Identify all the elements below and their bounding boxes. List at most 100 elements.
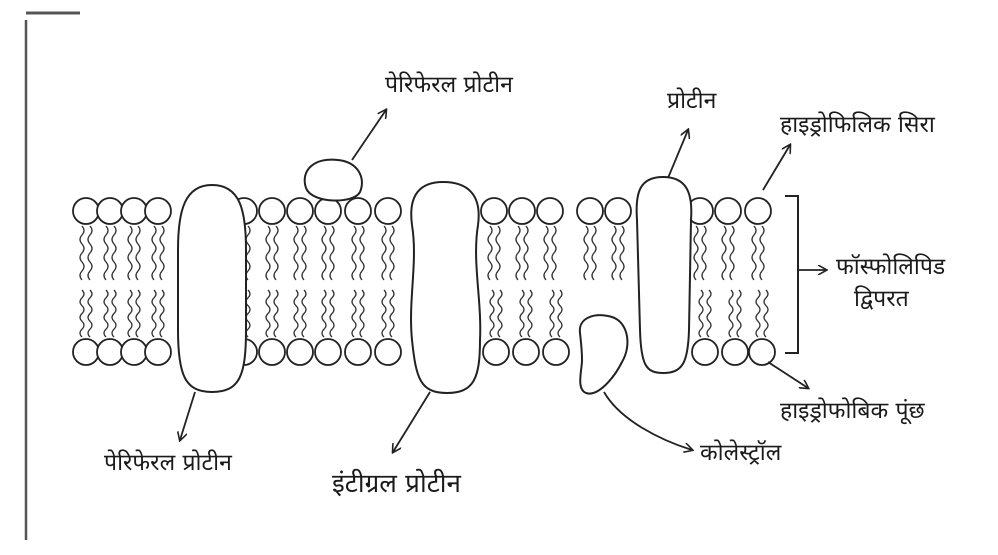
hydrophobic-tail xyxy=(520,290,524,337)
hydrophobic-tail xyxy=(694,226,698,280)
phospholipid-head xyxy=(121,198,147,224)
protein-left-transmembrane xyxy=(178,185,246,392)
hydrophobic-tail xyxy=(382,226,386,280)
phospholipid-head xyxy=(483,339,509,365)
hydrophobic-tail xyxy=(266,226,270,280)
phospholipid-head xyxy=(287,198,313,224)
hydrophobic-tail xyxy=(330,226,334,280)
hydrophobic-tail xyxy=(322,290,326,337)
hydrophobic-tail xyxy=(752,226,756,280)
hydrophobic-tail xyxy=(294,226,298,280)
hydrophobic-tail xyxy=(128,290,132,337)
phospholipid-head xyxy=(97,339,123,365)
phospholipid-head xyxy=(692,339,718,365)
hydrophobic-tail xyxy=(730,226,734,280)
phospholipid-head xyxy=(145,339,171,365)
hydrophobic-tail xyxy=(552,226,556,280)
hydrophobic-tail xyxy=(128,226,132,280)
hydrophobic-tail xyxy=(760,226,764,280)
arrow-peripheral-bottom xyxy=(180,392,195,440)
peripheral-protein-top-shape xyxy=(305,160,362,201)
label-bilayer: द्विपरत xyxy=(854,286,909,312)
arrow-peripheral-top xyxy=(352,110,386,160)
hydrophobic-tail xyxy=(322,226,326,280)
hydrophobic-tail xyxy=(136,290,140,337)
label-phospholipid: फॉस्फोलिपिड xyxy=(836,254,945,280)
hydrophobic-tail xyxy=(360,226,364,280)
hydrophobic-tail xyxy=(524,226,528,280)
phospholipid-head xyxy=(121,339,147,365)
label-protein: प्रोटीन xyxy=(667,88,716,114)
label-peripheral-protein-top: पेरिफेरल प्रोटीन xyxy=(385,72,513,98)
phospholipid-head xyxy=(97,198,123,224)
hydrophobic-tail xyxy=(764,290,768,337)
hydrophobic-tail xyxy=(274,290,278,337)
hydrophobic-tail xyxy=(352,290,356,337)
hydrophobic-tail xyxy=(136,226,140,280)
phospholipid-head xyxy=(315,339,341,365)
phospholipid-head xyxy=(481,198,507,224)
arrow-hydrophobic xyxy=(768,362,808,388)
hydrophobic-tail xyxy=(722,226,726,280)
phospholipid-head xyxy=(537,198,563,224)
phospholipid-head xyxy=(287,339,313,365)
hydrophobic-tail xyxy=(544,226,548,280)
hydrophobic-tail xyxy=(152,290,156,337)
hydrophobic-tail xyxy=(592,226,596,280)
hydrophobic-tail xyxy=(620,226,624,280)
hydrophobic-tail xyxy=(360,290,364,337)
phospholipid-head xyxy=(345,339,371,365)
hydrophobic-tail xyxy=(498,290,502,337)
hydrophobic-tail xyxy=(80,226,84,280)
phospholipid-head xyxy=(745,198,771,224)
hydrophobic-tail xyxy=(352,226,356,280)
arrow-protein xyxy=(668,130,688,178)
hydrophobic-tail xyxy=(104,226,108,280)
phospholipid-head xyxy=(715,198,741,224)
phospholipid-head xyxy=(577,198,603,224)
integral-protein xyxy=(411,182,480,393)
label-cholesterol: कोलेस्ट्रॉल xyxy=(700,440,781,466)
hydrophobic-tail xyxy=(160,290,164,337)
hydrophobic-tail xyxy=(496,226,500,280)
hydrophobic-tail xyxy=(160,226,164,280)
hydrophobic-tail xyxy=(88,290,92,337)
label-peripheral-protein-bottom: पेरिफेरल प्रोटीन xyxy=(104,450,232,476)
hydrophobic-tail xyxy=(558,290,562,337)
label-hydrophilic-head: हाइड्रोफिलिक सिरा xyxy=(780,112,935,138)
hydrophobic-tail xyxy=(294,290,298,337)
hydrophobic-tail xyxy=(550,290,554,337)
arrow-hydrophilic xyxy=(763,145,790,190)
phospholipid-head xyxy=(315,198,341,224)
hydrophobic-tail xyxy=(390,290,394,337)
arrow-cholesterol xyxy=(604,392,692,450)
protein-right xyxy=(637,177,692,373)
phospholipid-head xyxy=(375,339,401,365)
hydrophobic-tail xyxy=(699,290,703,337)
label-integral-protein: इंटीग्रल प्रोटीन xyxy=(332,470,461,500)
arrow-integral xyxy=(393,392,430,452)
hydrophobic-tail xyxy=(274,226,278,280)
hydrophobic-tail xyxy=(302,290,306,337)
hydrophobic-tail xyxy=(112,290,116,337)
hydrophobic-tail xyxy=(707,290,711,337)
hydrophobic-tail xyxy=(152,226,156,280)
hydrophobic-tail xyxy=(737,290,741,337)
hydrophobic-tail xyxy=(266,290,270,337)
hydrophobic-tail xyxy=(302,226,306,280)
phospholipid-head xyxy=(722,339,748,365)
hydrophobic-tail xyxy=(584,226,588,280)
bilayer-bracket xyxy=(785,196,798,353)
label-hydrophobic-tail: हाइड्रोफोबिक पूंछ xyxy=(780,398,925,424)
phospholipid-head xyxy=(543,339,569,365)
hydrophobic-tail xyxy=(330,290,334,337)
hydrophobic-tail xyxy=(390,226,394,280)
hydrophobic-tail xyxy=(756,290,760,337)
hydrophobic-tail xyxy=(112,226,116,280)
phospholipid-head xyxy=(605,198,631,224)
hydrophobic-tail xyxy=(516,226,520,280)
phospholipid-head xyxy=(749,339,775,365)
hydrophobic-tail xyxy=(488,226,492,280)
phospholipid-head xyxy=(73,339,99,365)
phospholipid-head xyxy=(513,339,539,365)
